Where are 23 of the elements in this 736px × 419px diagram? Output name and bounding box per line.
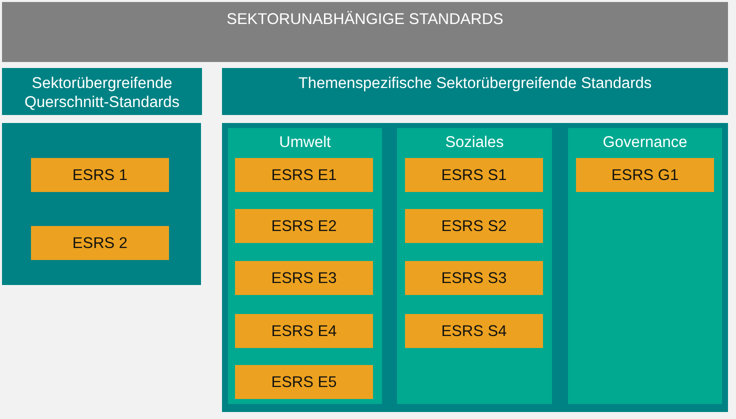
topic-column (228, 128, 382, 404)
standards-panel (2, 123, 201, 285)
standard-tile: ESRS S3 (405, 261, 543, 295)
standard-tile: ESRS E3 (235, 261, 373, 295)
standard-tile: ESRS S1 (405, 158, 543, 192)
standard-tile: ESRS E1 (235, 158, 373, 192)
standard-tile: ESRS 2 (31, 226, 169, 260)
standards-panel (222, 123, 728, 412)
topic-column (568, 128, 722, 404)
standard-tile: ESRS E4 (235, 314, 373, 348)
standard-tile: ESRS 1 (31, 158, 169, 192)
section-header: Themenspezifische Sektorübergreifende Standards (222, 68, 728, 115)
standard-tile: ESRS S2 (405, 209, 543, 243)
standard-tile: ESRS E2 (235, 209, 373, 243)
standard-tile: ESRS S4 (405, 314, 543, 348)
banner: SEKTORUNABHÄNGIGE STANDARDS (2, 2, 728, 62)
standard-tile: ESRS E5 (235, 365, 373, 399)
section-header: Sektorübergreifende Querschnitt-Standards (2, 68, 202, 115)
topic-column (397, 128, 552, 404)
column-heading: Umwelt (279, 133, 331, 152)
column-heading: Soziales (445, 133, 504, 152)
column-heading: Governance (602, 133, 688, 152)
standard-tile: ESRS G1 (576, 158, 714, 192)
